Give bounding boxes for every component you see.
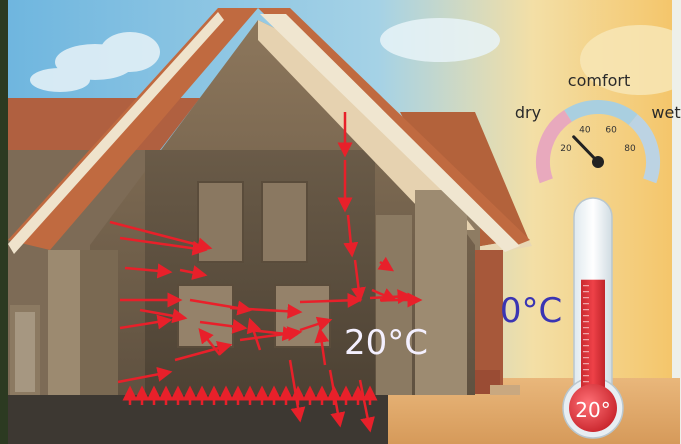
inner-wall xyxy=(145,150,375,395)
heat-arrow xyxy=(314,327,330,366)
left-edge-foliage xyxy=(0,0,10,444)
heat-arrow xyxy=(119,236,208,256)
clouds xyxy=(30,18,681,95)
gauge-tick-label: 60 xyxy=(605,126,617,136)
gauge-tick-label: 80 xyxy=(624,144,636,154)
inside-temperature: 20°C xyxy=(344,323,428,363)
gauge-dry-zone xyxy=(536,110,573,184)
heat-arrow xyxy=(117,366,173,384)
heat-arrow xyxy=(119,314,173,330)
heat-flow-arrows xyxy=(109,112,423,433)
gauge-wet-zone xyxy=(628,114,661,184)
heat-arrow xyxy=(198,328,221,356)
gauge-comfort-zone xyxy=(564,100,638,126)
gauge-wet-label: wet xyxy=(651,103,680,122)
heat-arrow xyxy=(179,265,208,280)
heat-arrow xyxy=(377,256,395,272)
heat-arrow xyxy=(371,288,398,302)
heat-arrow xyxy=(174,341,233,362)
thermometer-reading: 20° xyxy=(575,398,610,422)
heat-arrow xyxy=(139,308,188,324)
pillars xyxy=(48,190,467,395)
floor xyxy=(8,395,388,444)
heat-arrow xyxy=(343,214,359,258)
gauge-comfort-label: comfort xyxy=(568,71,630,90)
right-edge-panel xyxy=(672,0,681,444)
heat-arrow xyxy=(351,259,366,303)
heat-arrow xyxy=(299,316,333,332)
attic-ceiling xyxy=(258,20,475,230)
gauge-hub xyxy=(592,156,604,168)
outside-temperature: 0°C xyxy=(500,291,562,331)
gauge-tick-label: 40 xyxy=(579,126,591,136)
thermometer: 20° xyxy=(562,197,624,439)
heat-arrow xyxy=(229,303,303,319)
heat-arrow xyxy=(249,326,298,342)
humidity-gauge: dry comfort wet 20 40 60 80 xyxy=(515,71,681,184)
gauge-tick-label: 20 xyxy=(560,144,572,154)
thermometer-bulb xyxy=(569,384,617,432)
main-roof xyxy=(8,8,530,254)
heat-arrow xyxy=(299,292,363,308)
heat-arrow xyxy=(246,317,262,351)
gauge-dry-label: dry xyxy=(515,103,541,122)
heat-arrow xyxy=(124,263,173,279)
heat-arrow xyxy=(199,318,248,334)
